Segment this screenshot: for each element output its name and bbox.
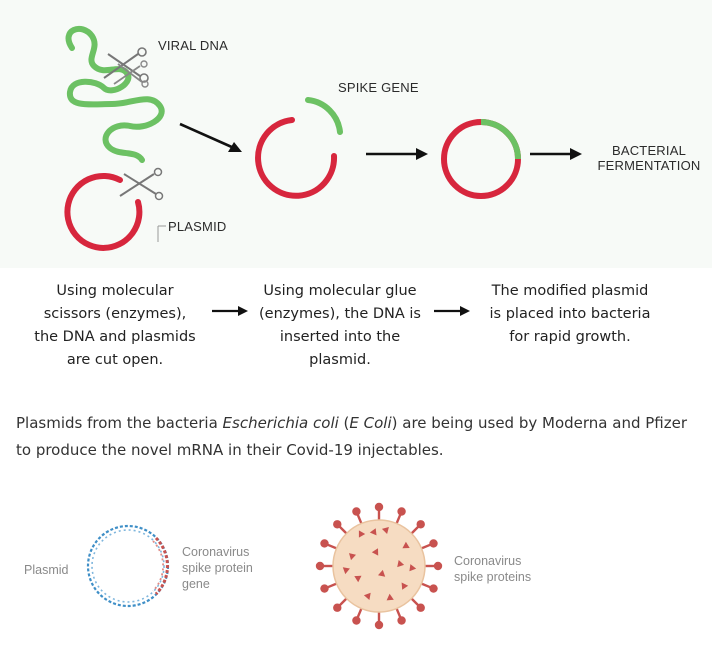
coronavirus-particle — [315, 502, 443, 630]
plasmid-cut-circle — [64, 173, 143, 251]
surface-protein — [381, 527, 389, 534]
step-line: is placed into bacteria — [489, 306, 651, 322]
spike-head — [397, 507, 406, 516]
step-line: scissors (enzymes), — [43, 306, 187, 322]
species-abbreviation: E Coli — [349, 414, 392, 432]
spike-head — [397, 616, 406, 625]
bacterial-label-line: FERMENTATION — [597, 158, 701, 173]
surface-protein — [363, 592, 371, 600]
plasmid-blue-ring — [86, 524, 170, 608]
arrow-right-icon — [366, 148, 428, 160]
bacterial-label-line: BACTERIAL — [611, 143, 687, 158]
step-line: inserted into the — [279, 329, 401, 345]
gene-label-line: spike protein — [182, 561, 253, 575]
plasmid-leader-line — [157, 225, 166, 242]
surface-protein — [409, 564, 417, 572]
step-1-description: Using molecular scissors (enzymes), the … — [10, 280, 220, 372]
bottom-plasmid-label: Plasmid — [24, 563, 69, 577]
step-line: are cut open. — [66, 352, 164, 368]
spike-head — [333, 603, 342, 612]
spike-head — [429, 584, 438, 593]
arrow-right-icon — [179, 122, 242, 152]
virus-label-line: spike proteins — [454, 570, 532, 584]
caption-text: ) are being used by Moderna and Pfizer t… — [16, 414, 687, 459]
step-line: Using molecular — [56, 283, 174, 299]
spike-proteins-description: Coronavirus spike proteins — [454, 553, 531, 585]
caption-paragraph: Plasmids from the bacteria Escherichia c… — [16, 410, 706, 464]
spike-gene-description: Coronavirus spike protein gene — [182, 544, 253, 592]
surface-protein — [402, 541, 410, 549]
spike-head — [416, 603, 425, 612]
species-name: Escherichia coli — [222, 414, 339, 432]
surface-protein — [358, 530, 366, 538]
scissors-icon — [113, 60, 149, 88]
spike-head — [352, 616, 361, 625]
spike-head — [374, 620, 384, 630]
viral-dna-strand — [65, 25, 165, 163]
modified-plasmid-circle — [441, 119, 521, 199]
arrow-right-icon — [434, 306, 470, 316]
viral-dna-label: VIRAL DNA — [158, 38, 228, 53]
step-2-description: Using molecular glue (enzymes), the DNA … — [240, 280, 440, 372]
virus-body — [332, 519, 426, 613]
step-line: Using molecular glue — [263, 283, 417, 299]
step-line: The modified plasmid — [491, 283, 649, 299]
spike-head — [374, 502, 384, 512]
surface-protein — [349, 553, 356, 561]
spike-head — [315, 561, 325, 571]
spike-head — [416, 520, 425, 529]
scissors-icon — [119, 167, 164, 201]
step-line: plasmid. — [309, 352, 371, 368]
step-line: (enzymes), the DNA is — [259, 306, 421, 322]
spike-gene-label: SPIKE GENE — [338, 80, 419, 95]
spike-head — [333, 520, 342, 529]
spike-head — [429, 539, 438, 548]
virus-label-line: Coronavirus — [454, 554, 522, 568]
surface-protein — [397, 560, 405, 568]
surface-protein — [386, 593, 394, 601]
surface-protein — [371, 548, 379, 556]
spike-head — [433, 561, 443, 571]
caption-text: ( — [338, 414, 350, 432]
spike-head — [320, 539, 329, 548]
step-line: for rapid growth. — [509, 329, 631, 345]
surface-protein — [401, 582, 409, 590]
caption-text: Plasmids from the bacteria — [16, 414, 223, 432]
plasmid-with-gene-gap — [255, 97, 343, 199]
plasmid-label: PLASMID — [168, 219, 227, 234]
step-line: the DNA and plasmids — [34, 329, 196, 345]
gene-label-line: Coronavirus — [182, 545, 250, 559]
spike-head — [352, 507, 361, 516]
top-diagram-background — [0, 0, 712, 268]
surface-protein — [369, 528, 377, 536]
step-3-description: The modified plasmid is placed into bact… — [460, 280, 680, 349]
spike-head — [320, 584, 329, 593]
gene-label-line: gene — [182, 577, 210, 591]
arrow-right-icon — [212, 306, 248, 316]
surface-protein — [354, 575, 362, 583]
surface-protein — [378, 569, 386, 577]
arrow-right-icon — [530, 148, 582, 160]
surface-protein — [342, 567, 350, 575]
bacterial-fermentation-label: BACTERIAL FERMENTATION — [590, 143, 708, 173]
